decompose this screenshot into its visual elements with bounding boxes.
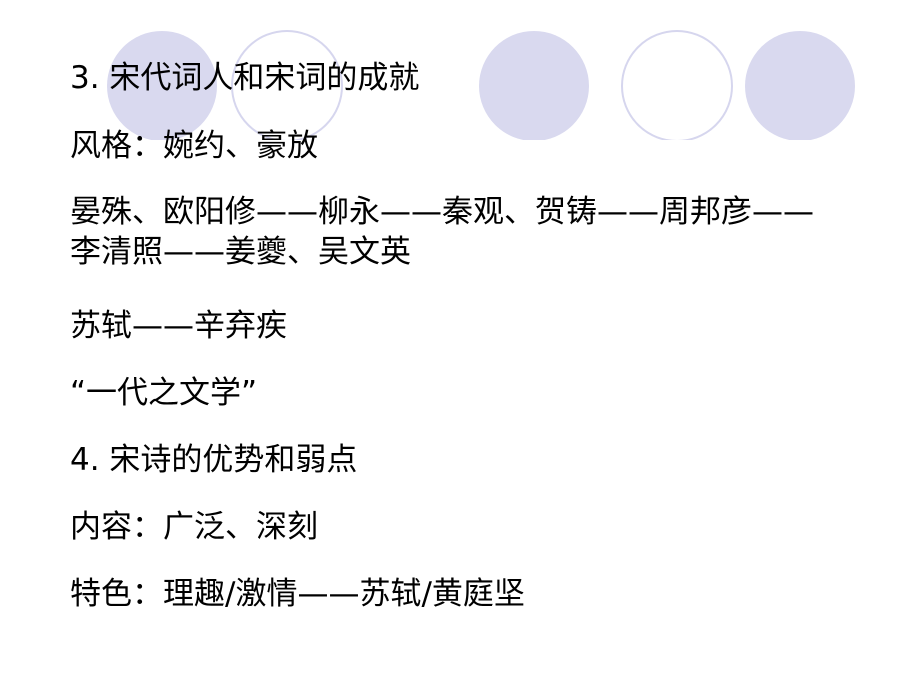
text-line-content: 内容：广泛、深刻 xyxy=(70,509,318,545)
text-line-features: 特色：理趣/激情——苏轼/黄庭坚 xyxy=(70,576,525,612)
text-line-style: 风格：婉约、豪放 xyxy=(70,128,318,164)
section-heading-shi: 4. 宋诗的优势和弱点 xyxy=(70,442,358,478)
decorative-circle-outline-1 xyxy=(231,30,343,140)
decorative-circles xyxy=(107,30,855,140)
section-heading-ci: 3. 宋代词人和宋词的成就 xyxy=(70,60,420,96)
decorative-circle-outline-2 xyxy=(621,30,733,140)
text-line-quote: “一代之文学” xyxy=(70,375,258,411)
text-line-poets: 晏殊、欧阳修——柳永——秦观、贺铸——周邦彦——李清照——姜夔、吴文英 xyxy=(70,194,814,270)
decorative-circle-filled-2 xyxy=(479,31,589,140)
decorative-circle-filled-1 xyxy=(107,31,217,140)
text-line-su-xin: 苏轼——辛弃疾 xyxy=(70,308,287,344)
decorative-circle-filled-3 xyxy=(745,31,855,140)
